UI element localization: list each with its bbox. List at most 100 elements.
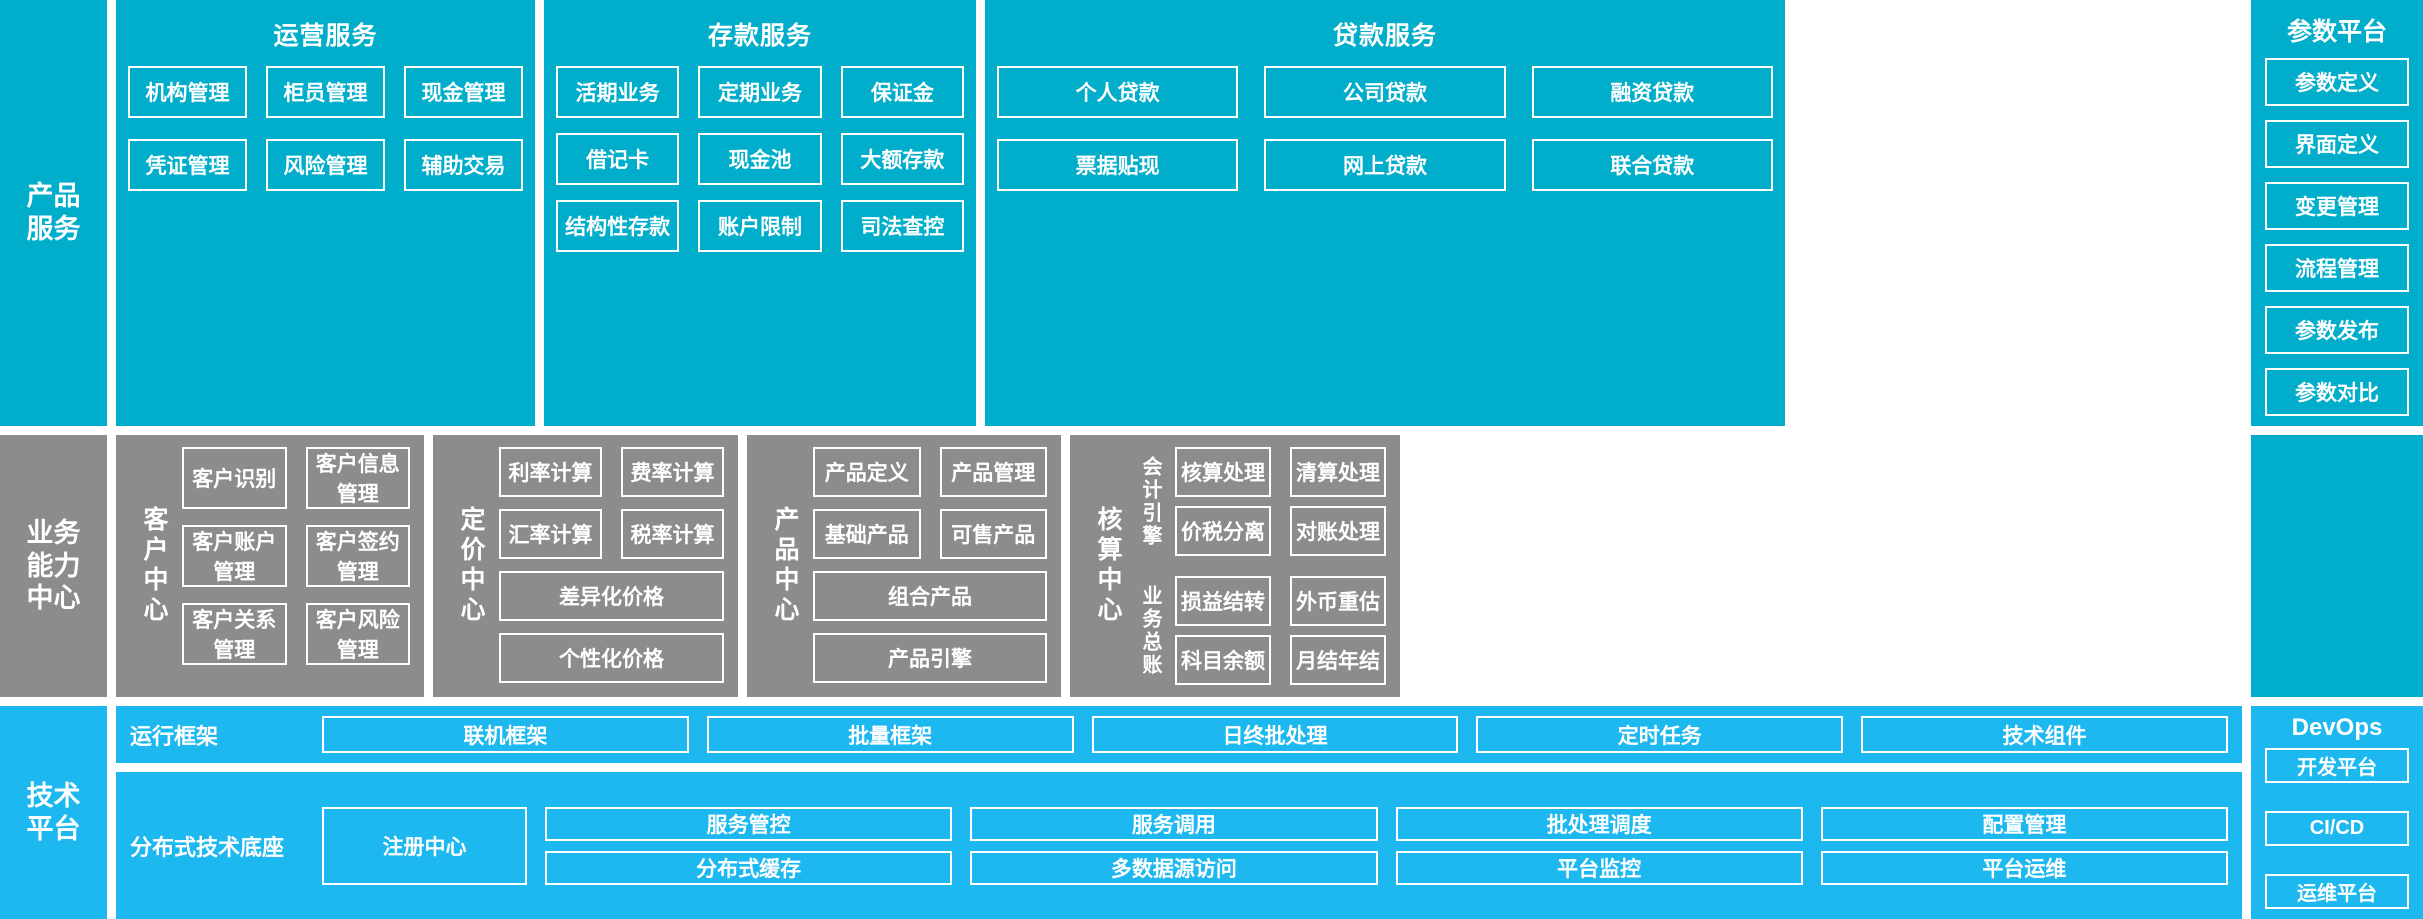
service-item[interactable]: 定期业务 (698, 66, 822, 118)
layer-label-technology-platform: 技术 平台 (0, 706, 107, 919)
capability-center-pricing: 定价中心 利率计算 费率计算 汇率计算 税率计算 差异化价格 (433, 435, 738, 697)
devops-items: 开发平台 CI/CD 运维平台 (2265, 748, 2409, 909)
service-item[interactable]: 公司贷款 (1264, 66, 1506, 118)
capability-center-items: 客户识别 客户信息管理 客户账户管理 客户签约管理 客户关系管理 客户风险管理 (182, 447, 410, 685)
service-group-title: 贷款服务 (1332, 22, 1437, 50)
tech-item[interactable]: 多数据源访问 (970, 850, 1378, 885)
capability-item[interactable]: 可售产品 (939, 509, 1047, 559)
tech-item[interactable]: 批处理调度 (1395, 806, 1803, 841)
service-item[interactable]: 大额存款 (840, 133, 964, 185)
service-item[interactable]: 个人贷款 (997, 66, 1239, 118)
capability-center-items: 产品定义 产品管理 基础产品 可售产品 组合产品 产品引擎 (813, 447, 1047, 685)
capability-item[interactable]: 外币重估 (1290, 576, 1386, 626)
service-item[interactable]: 联合贷款 (1531, 139, 1773, 191)
capability-item[interactable]: 客户信息管理 (305, 447, 410, 509)
capability-item[interactable]: 客户关系管理 (182, 603, 287, 665)
tech-strip-name: 分布式技术底座 (130, 834, 285, 860)
product-service-band: 产品 服务 运营服务 机构管理 柜员管理 现金管理 凭证管理 风险管理 辅助交易 (0, 0, 2423, 426)
tech-item[interactable]: 配置管理 (1820, 806, 2228, 841)
service-group-deposit: 存款服务 活期业务 定期业务 保证金 借记卡 现金池 大额存款 结构性存款 账户… (544, 0, 976, 426)
service-group-items: 个人贷款 公司贷款 融资贷款 票据贴现 网上贷款 联合贷款 (997, 66, 1773, 191)
capability-center-accounting: 核算中心 会计引擎 核算处理 清算处理 价税分离 (1070, 435, 1400, 697)
service-item[interactable]: 保证金 (840, 66, 964, 118)
service-group-operation: 运营服务 机构管理 柜员管理 现金管理 凭证管理 风险管理 辅助交易 (116, 0, 535, 426)
service-item[interactable]: 现金管理 (404, 66, 523, 118)
tech-strip-runtime: 运行框架 联机框架 批量框架 日终批处理 定时任务 技术组件 (116, 706, 2242, 763)
capability-centers: 客户中心 客户识别 客户信息管理 客户账户管理 客户签约管理 客户关系管理 客户 (116, 435, 2242, 697)
capability-item[interactable]: 清算处理 (1290, 447, 1386, 497)
tech-item-registry[interactable]: 注册中心 (322, 806, 527, 885)
tech-item[interactable]: 定时任务 (1476, 716, 1844, 753)
param-platform-item[interactable]: 参数定义 (2265, 58, 2409, 106)
service-group-loan: 贷款服务 个人贷款 公司贷款 融资贷款 票据贴现 网上贷款 联合贷款 (985, 0, 1785, 426)
capability-item[interactable]: 科目余额 (1175, 635, 1271, 685)
layer-label-product-service-text: 产品 服务 (26, 181, 81, 244)
capability-item[interactable]: 客户账户管理 (182, 525, 287, 587)
tech-item[interactable]: 技术组件 (1861, 716, 2228, 753)
capability-item[interactable]: 损益结转 (1175, 576, 1271, 626)
param-platform-item[interactable]: 变更管理 (2265, 182, 2409, 230)
capability-item[interactable]: 汇率计算 (499, 509, 602, 559)
capability-item-wide[interactable]: 产品引擎 (813, 633, 1047, 683)
service-item[interactable]: 融资贷款 (1531, 66, 1773, 118)
capability-item[interactable]: 月结年结 (1290, 635, 1386, 685)
layer-label-technology-platform-text: 技术 平台 (26, 780, 81, 844)
service-item[interactable]: 凭证管理 (128, 139, 247, 191)
service-item[interactable]: 司法查控 (840, 200, 964, 252)
accounting-subsection-engine: 会计引擎 核算处理 清算处理 价税分离 对账处理 (1136, 447, 1386, 556)
capability-item-wide[interactable]: 差异化价格 (499, 571, 724, 621)
capability-item[interactable]: 客户风险管理 (305, 603, 410, 665)
capability-center-label: 产品中心 (771, 506, 799, 626)
service-group-title: 运营服务 (273, 22, 378, 50)
technology-strips: 运行框架 联机框架 批量框架 日终批处理 定时任务 技术组件 分布式技术底座 注… (116, 706, 2242, 919)
capability-item[interactable]: 核算处理 (1175, 447, 1271, 497)
tech-item[interactable]: 平台监控 (1395, 850, 1803, 885)
capability-item[interactable]: 对账处理 (1290, 506, 1386, 556)
capability-item[interactable]: 客户签约管理 (305, 525, 410, 587)
tech-item[interactable]: 联机框架 (322, 716, 689, 753)
devops-item[interactable]: 开发平台 (2265, 748, 2409, 783)
business-capability-band: 业务 能力 中心 客户中心 客户识别 客户信息管理 客户账户管理 客户签约管理 (0, 435, 2423, 697)
service-item[interactable]: 借记卡 (556, 133, 680, 185)
devops-item[interactable]: CI/CD (2265, 811, 2409, 846)
service-item[interactable]: 活期业务 (556, 66, 680, 118)
service-item[interactable]: 风险管理 (266, 139, 385, 191)
tech-strip-items: 服务管控 服务调用 批处理调度 配置管理 分布式缓存 多数据源访问 平台监控 平… (545, 806, 2228, 885)
capability-item[interactable]: 基础产品 (813, 509, 921, 559)
param-platform-item[interactable]: 参数发布 (2265, 306, 2409, 354)
tech-item[interactable]: 分布式缓存 (545, 850, 953, 885)
service-item[interactable]: 票据贴现 (997, 139, 1239, 191)
layer-label-business-capability-text: 业务 能力 中心 (26, 517, 81, 614)
capability-item[interactable]: 客户识别 (182, 447, 287, 509)
capability-item[interactable]: 税率计算 (621, 509, 724, 559)
capability-item[interactable]: 利率计算 (499, 447, 602, 497)
tech-item[interactable]: 平台运维 (1820, 850, 2228, 885)
service-item[interactable]: 账户限制 (698, 200, 822, 252)
service-item[interactable]: 网上贷款 (1264, 139, 1506, 191)
capability-item[interactable]: 产品管理 (939, 447, 1047, 497)
param-platform-item[interactable]: 流程管理 (2265, 244, 2409, 292)
capability-item-wide[interactable]: 个性化价格 (499, 633, 724, 683)
tech-strip-items: 联机框架 批量框架 日终批处理 定时任务 技术组件 (322, 716, 2228, 753)
capability-item-wide[interactable]: 组合产品 (813, 571, 1047, 621)
capability-center-label: 定价中心 (457, 506, 485, 626)
capability-item[interactable]: 价税分离 (1175, 506, 1271, 556)
service-group-title: 存款服务 (707, 22, 812, 50)
tech-item[interactable]: 日终批处理 (1091, 716, 1459, 753)
param-platform-item[interactable]: 界面定义 (2265, 120, 2409, 168)
tech-item[interactable]: 批量框架 (706, 716, 1074, 753)
param-platform-item[interactable]: 参数对比 (2265, 368, 2409, 416)
tech-item[interactable]: 服务管控 (545, 806, 953, 841)
devops-item[interactable]: 运维平台 (2265, 874, 2409, 909)
capability-item[interactable]: 费率计算 (621, 447, 724, 497)
capability-item[interactable]: 产品定义 (813, 447, 921, 497)
layer-label-product-service: 产品 服务 (0, 0, 107, 426)
service-item[interactable]: 柜员管理 (266, 66, 385, 118)
service-item[interactable]: 现金池 (698, 133, 822, 185)
tech-item[interactable]: 服务调用 (970, 806, 1378, 841)
service-item[interactable]: 辅助交易 (404, 139, 523, 191)
service-item[interactable]: 机构管理 (128, 66, 247, 118)
service-item[interactable]: 结构性存款 (556, 200, 680, 252)
capability-center-label: 客户中心 (140, 506, 168, 626)
